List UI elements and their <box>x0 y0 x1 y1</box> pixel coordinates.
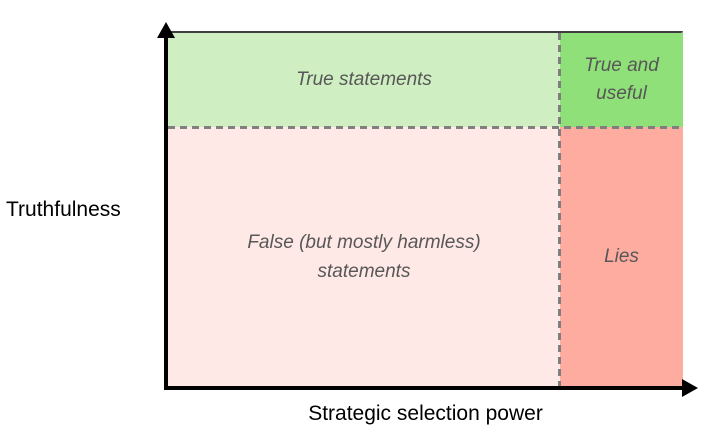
y-axis-line <box>164 34 168 390</box>
x-axis-arrowhead-icon <box>682 379 698 397</box>
quadrant-true-statements-label: True statements <box>296 68 432 90</box>
quadrant-false-statements-label: False (but mostly harmless) statements <box>247 232 481 282</box>
quadrant-true-and-useful-label: True and useful <box>584 54 659 105</box>
x-axis-label: Strategic selection power <box>308 402 543 425</box>
plot-area: True statements True and useful False (b… <box>168 31 683 388</box>
y-axis-arrowhead-icon <box>157 22 175 38</box>
quadrant-true-statements: True statements <box>168 33 560 127</box>
quadrant-true-and-useful: True and useful <box>560 33 683 127</box>
x-axis-line <box>164 386 684 390</box>
y-axis-label: Truthfulness <box>6 198 121 221</box>
quadrant-lies: Lies <box>560 127 683 388</box>
horizontal-dashed-divider <box>168 126 681 129</box>
vertical-dashed-divider <box>558 33 561 386</box>
quadrant-lies-label: Lies <box>604 246 639 268</box>
quadrant-false-statements: False (but mostly harmless) statements <box>168 127 560 388</box>
